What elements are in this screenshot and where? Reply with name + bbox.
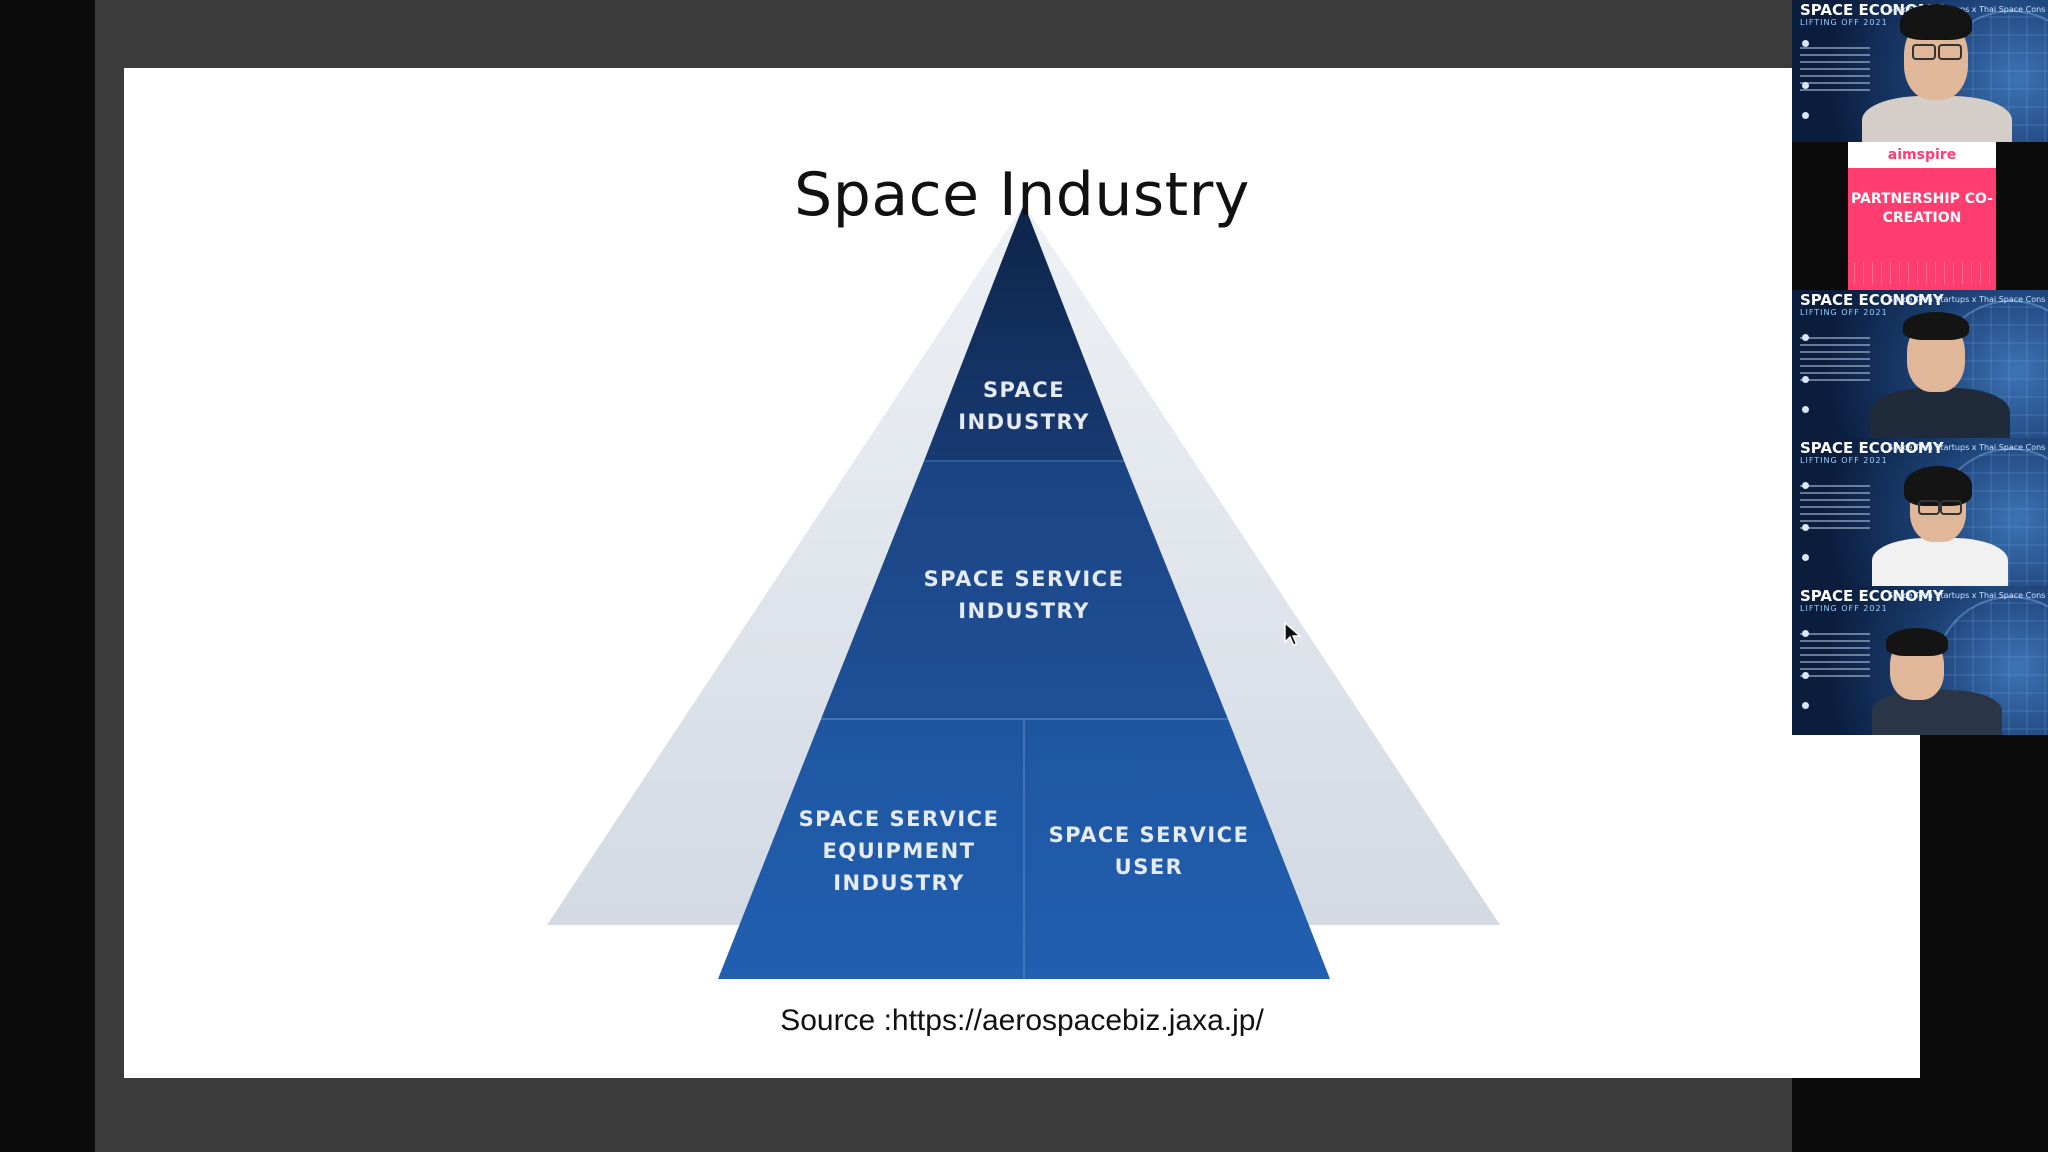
promo-decoration (1854, 262, 1990, 284)
agenda-dot (1802, 376, 1809, 383)
slide-title: Space Industry (794, 160, 1250, 230)
agenda-dot (1802, 112, 1809, 119)
mouse-cursor-icon (1284, 622, 1302, 646)
tile-heading: Space Tech Startups x Thai Space Consort… (1888, 443, 2046, 452)
agenda-dot (1802, 702, 1809, 709)
tile-heading: Space Tech Startups x Thai Space Consort… (1888, 295, 2046, 304)
pyramid-label-space-service-user: SPACE SERVICE USER (1048, 823, 1250, 879)
agenda-dot (1802, 672, 1809, 679)
pyramid-label-equipment-industry: SPACE SERVICE EQUIPMENT INDUSTRY (798, 807, 1000, 895)
agenda-dot (1802, 82, 1809, 89)
source-citation: Source :https://aerospacebiz.jaxa.jp/ (780, 1004, 1264, 1037)
agenda-dot (1802, 406, 1809, 413)
agenda-lines (1800, 332, 1870, 386)
promo-banner: aimspire PARTNERSHIP CO-CREATION (1848, 142, 1996, 290)
aimspire-logo: aimspire (1887, 147, 1957, 163)
pyramid-label-space-service-industry: SPACE SERVICE INDUSTRY (923, 567, 1125, 623)
left-black-band (0, 0, 95, 1152)
pyramid-layer-middle (821, 461, 1228, 719)
agenda-dot (1802, 334, 1809, 341)
agenda-dot (1802, 40, 1809, 47)
promo-title: PARTNERSHIP CO-CREATION (1851, 191, 1993, 226)
tile-heading: Space Tech Startups x Thai Space Consort… (1888, 5, 2046, 14)
tile-heading: Space Tech Startups x Thai Space Consort… (1888, 591, 2046, 600)
pyramid-diagram (547, 204, 1500, 979)
agenda-dot (1802, 482, 1809, 489)
presentation-slide: Space Industry SPACE INDUSTRY SPACE SERV… (124, 68, 1920, 1078)
agenda-dot (1802, 524, 1809, 531)
agenda-lines (1800, 480, 1870, 534)
agenda-lines (1800, 628, 1870, 682)
agenda-dot (1802, 554, 1809, 561)
agenda-dot (1802, 630, 1809, 637)
promo-header: aimspire (1848, 142, 1996, 168)
agenda-lines (1800, 42, 1870, 96)
pyramid-layer-top (924, 204, 1124, 461)
promo-video-tile[interactable]: aimspire PARTNERSHIP CO-CREATION (1792, 142, 2048, 290)
pyramid-label-space-industry: SPACE INDUSTRY (958, 378, 1090, 434)
